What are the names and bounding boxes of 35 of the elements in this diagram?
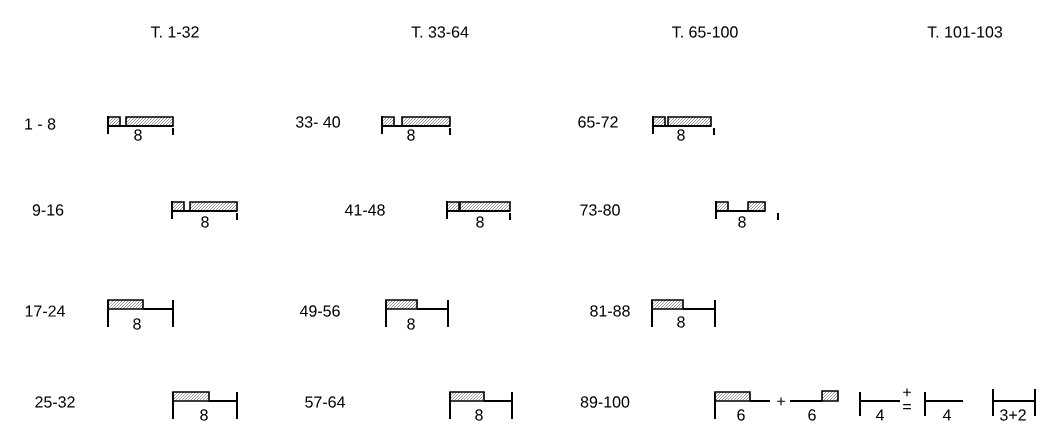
measure-count: 8 xyxy=(407,318,415,330)
bar-range-label: 25-32 xyxy=(35,396,75,408)
bar-range-label: 33- 40 xyxy=(295,116,341,128)
measure-count: 8 xyxy=(201,216,209,228)
measure-count: 8 xyxy=(134,129,142,141)
measure-count: 3+2 xyxy=(1000,409,1026,421)
measure-count: 8 xyxy=(200,409,208,421)
bar-range-label: 81-88 xyxy=(590,305,630,317)
measure-count: 8 xyxy=(133,318,141,330)
measure-count: 8 xyxy=(677,129,685,141)
measure-count: 4 xyxy=(942,409,951,421)
bar-range-label: 41-48 xyxy=(344,204,385,216)
bar-range-label: 89-100 xyxy=(580,396,630,408)
measure-count: 8 xyxy=(476,216,484,228)
measure-count: 6 xyxy=(737,409,745,421)
measure-count: 8 xyxy=(677,316,685,328)
bar-range-label: 65-72 xyxy=(578,116,618,128)
measure-count: 4 xyxy=(875,409,884,421)
bar-range-label: 1 - 8 xyxy=(25,118,56,130)
operator-sign: + xyxy=(777,397,785,406)
operator-sign: = xyxy=(903,404,911,410)
bar-range-label: 49-56 xyxy=(299,305,340,317)
column-heading: T. 65-100 xyxy=(672,26,738,38)
measure-count: 8 xyxy=(407,129,415,141)
operator-sign: + xyxy=(903,388,911,397)
column-heading: T. 101-103 xyxy=(927,26,1003,38)
bar-range-label: 17-24 xyxy=(25,305,65,317)
bar-range-label: 9-16 xyxy=(32,204,64,216)
measure-count: 8 xyxy=(738,216,746,228)
bar-range-label: 73-80 xyxy=(580,204,620,216)
measure-count: 6 xyxy=(808,409,816,421)
column-heading: T. 1-32 xyxy=(150,26,199,38)
column-heading: T. 33-64 xyxy=(411,26,469,38)
bar-range-label: 57-64 xyxy=(305,396,345,408)
measure-count: 8 xyxy=(475,409,483,421)
